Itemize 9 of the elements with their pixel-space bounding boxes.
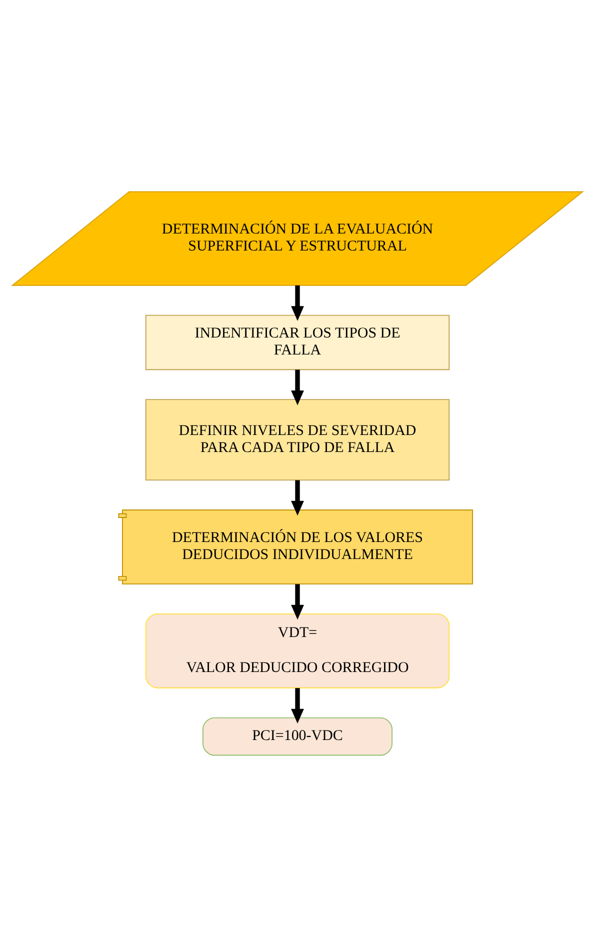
arrow bbox=[291, 480, 304, 516]
arrow bbox=[291, 584, 304, 620]
arrow bbox=[291, 688, 304, 724]
arrow bbox=[291, 369, 304, 405]
node-box: VDT= VALOR DEDUCIDO CORREGIDO bbox=[145, 612, 450, 688]
node-box: PCI=100-VDC bbox=[202, 716, 393, 756]
node-box: INDENTIFICAR LOS TIPOS DE FALLA bbox=[145, 314, 450, 370]
node-box: DEFINIR NIVELES DE SEVERIDAD PARA CADA TIPO DE FALLA bbox=[145, 398, 450, 480]
arrow bbox=[291, 284, 304, 320]
